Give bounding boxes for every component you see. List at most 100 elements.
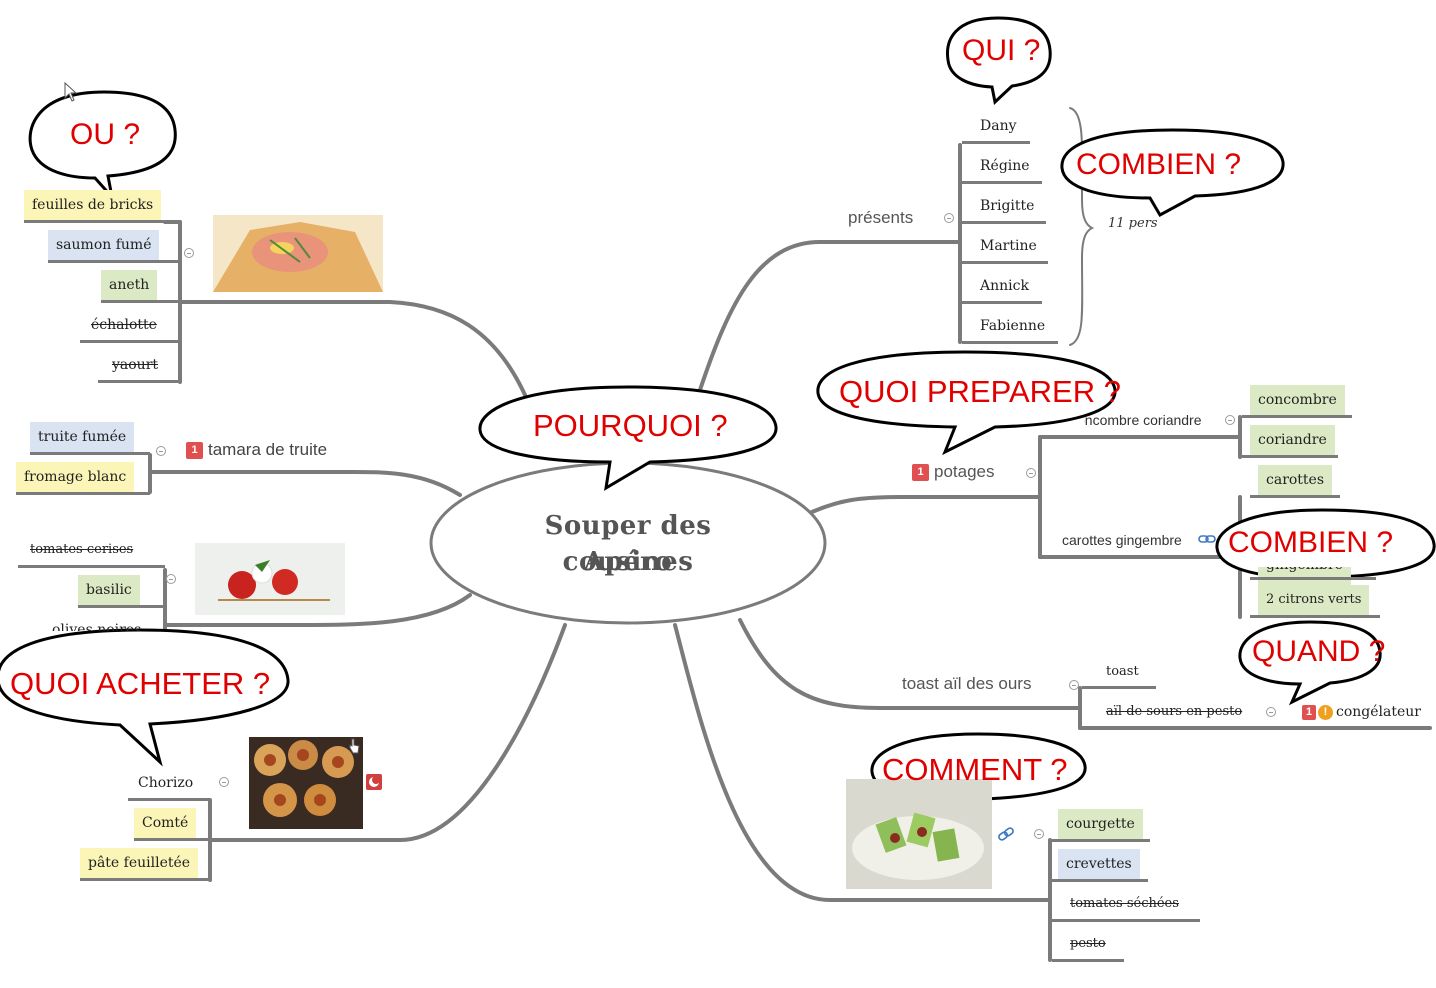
photo-feuilles (213, 215, 383, 292)
node-underline (16, 492, 150, 495)
count-note: 11 pers (1108, 216, 1158, 231)
bubble-quand-shape (1238, 620, 1382, 706)
bubble-quoi-preparer-shape (816, 350, 1117, 456)
node-aneth[interactable]: aneth (101, 270, 158, 300)
priority-badge: 1 (186, 442, 203, 459)
link-icon[interactable] (995, 824, 1017, 844)
node-comte[interactable]: Comté (134, 808, 197, 838)
node-echalotte[interactable]: échalotte (91, 317, 157, 333)
node-congelateur[interactable]: congélateur (1336, 704, 1421, 720)
node-underline (101, 300, 180, 303)
person-annick[interactable]: Annick (980, 278, 1029, 294)
node-underline (1082, 686, 1156, 689)
person-regine[interactable]: Régine (980, 158, 1030, 174)
node-fromage-blanc[interactable]: fromage blanc (16, 462, 135, 492)
bubble-quoi-preparer-text: QUOI PREPARER ? (839, 374, 1121, 409)
node-yaourt[interactable]: yaourt (112, 357, 159, 373)
photo-tomates (195, 543, 345, 615)
collapse-toggle[interactable] (1225, 415, 1235, 425)
node-underline (1250, 495, 1340, 498)
node-underline (1250, 615, 1380, 618)
node-courgette[interactable]: courgette (1058, 809, 1143, 839)
bubble-combien2-text: COMBIEN ? (1228, 526, 1394, 559)
bubble-quand-text: QUAND ? (1252, 635, 1386, 668)
bubble-combien1-shape (1060, 128, 1285, 218)
node-chorizo[interactable]: Chorizo (138, 775, 194, 791)
node-crevettes[interactable]: crevettes (1058, 849, 1140, 879)
collapse-toggle[interactable] (156, 446, 166, 456)
bubble-quoi-acheter-shape (0, 628, 290, 767)
node-potages[interactable]: potages (934, 462, 995, 481)
bubble-pourquoi-shape (478, 385, 778, 491)
bubble-pourquoi-text: POURQUOI ? (533, 408, 728, 443)
node-saumon-fume[interactable]: saumon fumé (48, 230, 160, 260)
node-olives-noires[interactable]: olives noires (52, 622, 142, 631)
node-underline (80, 878, 210, 881)
node-tomates-sechees[interactable]: tomates séchées (1070, 896, 1179, 911)
node-toast-ail-des-ours[interactable]: toast aïl des ours (902, 674, 1032, 693)
node-underline (1052, 919, 1200, 922)
hand-cursor-icon (349, 738, 360, 754)
link-icon[interactable] (1198, 533, 1216, 545)
node-toast[interactable]: toast (1106, 664, 1139, 679)
collapse-toggle[interactable] (1034, 829, 1044, 839)
photo-courgette (846, 779, 992, 889)
warning-icon: ! (1318, 705, 1333, 720)
collapse-toggle[interactable] (1026, 468, 1036, 478)
node-underline (962, 261, 1048, 264)
node-presents[interactable]: présents (848, 208, 914, 227)
node-underline (962, 341, 1058, 344)
node-2-citrons-verts[interactable]: 2 citrons verts (1258, 585, 1370, 615)
collapse-toggle[interactable] (166, 574, 176, 584)
person-dany[interactable]: Dany (980, 118, 1017, 134)
collapse-toggle[interactable] (1266, 707, 1276, 717)
node-carottes-gingembre[interactable]: carottes gingembre (1062, 532, 1182, 548)
mouse-cursor-icon (64, 82, 78, 102)
node-underline (962, 301, 1042, 304)
bubble-combien1-text: COMBIEN ? (1076, 148, 1242, 181)
node-underline (134, 838, 210, 841)
person-fabienne[interactable]: Fabienne (980, 318, 1046, 334)
node-concombre-coriandre[interactable]: concombre coriandre (1070, 412, 1202, 428)
node-underline (48, 260, 180, 263)
person-martine[interactable]: Martine (980, 238, 1037, 254)
node-underline (18, 565, 165, 568)
node-underline (98, 380, 180, 383)
bubble-comment-text: COMMENT ? (882, 752, 1068, 787)
collapse-toggle[interactable] (219, 777, 229, 787)
priority-badge: 1 (1302, 705, 1316, 720)
person-brigitte[interactable]: Brigitte (980, 198, 1035, 214)
node-underline (1052, 879, 1148, 882)
node-tamara-de-truite[interactable]: tamara de truite (208, 440, 328, 459)
photo-chorizo (249, 737, 363, 829)
bubble-qui-text: QUI ? (962, 34, 1041, 67)
collapse-toggle[interactable] (1069, 680, 1079, 690)
node-carottes[interactable]: carottes (1258, 465, 1333, 495)
bubble-qui-shape (946, 16, 1052, 105)
node-pate-feuilletee[interactable]: pâte feuilletée (80, 848, 199, 878)
node-coriandre[interactable]: coriandre (1250, 425, 1335, 455)
collapse-toggle[interactable] (944, 213, 954, 223)
node-pesto[interactable]: pesto (1070, 936, 1106, 951)
node-truite-fumee[interactable]: truite fumée (30, 422, 135, 452)
bubble-ou-text: OU ? (70, 118, 141, 151)
central-topic-line1[interactable]: Souper des cousines (544, 511, 712, 577)
node-underline (80, 340, 180, 343)
node-underline (30, 452, 150, 455)
node-underline (1242, 415, 1352, 418)
central-topic-line2[interactable]: Apéro (583, 547, 673, 577)
node-feuilles-de-bricks[interactable]: feuilles de bricks (24, 190, 162, 220)
node-underline (1250, 577, 1376, 580)
node-concombre[interactable]: concombre (1250, 385, 1345, 415)
node-basilic[interactable]: basilic (78, 575, 140, 605)
node-ail-de-sours-en-pesto[interactable]: aïl de sours en pesto (1106, 704, 1243, 719)
node-underline (24, 220, 180, 223)
node-underline (1242, 455, 1338, 458)
bubble-quoi-acheter-text: QUOI ACHETER ? (10, 666, 271, 701)
node-underline (962, 221, 1046, 224)
node-underline (78, 605, 165, 608)
node-tomates-cerises[interactable]: tomates cerises (30, 542, 134, 557)
node-underline (1052, 959, 1124, 962)
collapse-toggle[interactable] (184, 248, 194, 258)
